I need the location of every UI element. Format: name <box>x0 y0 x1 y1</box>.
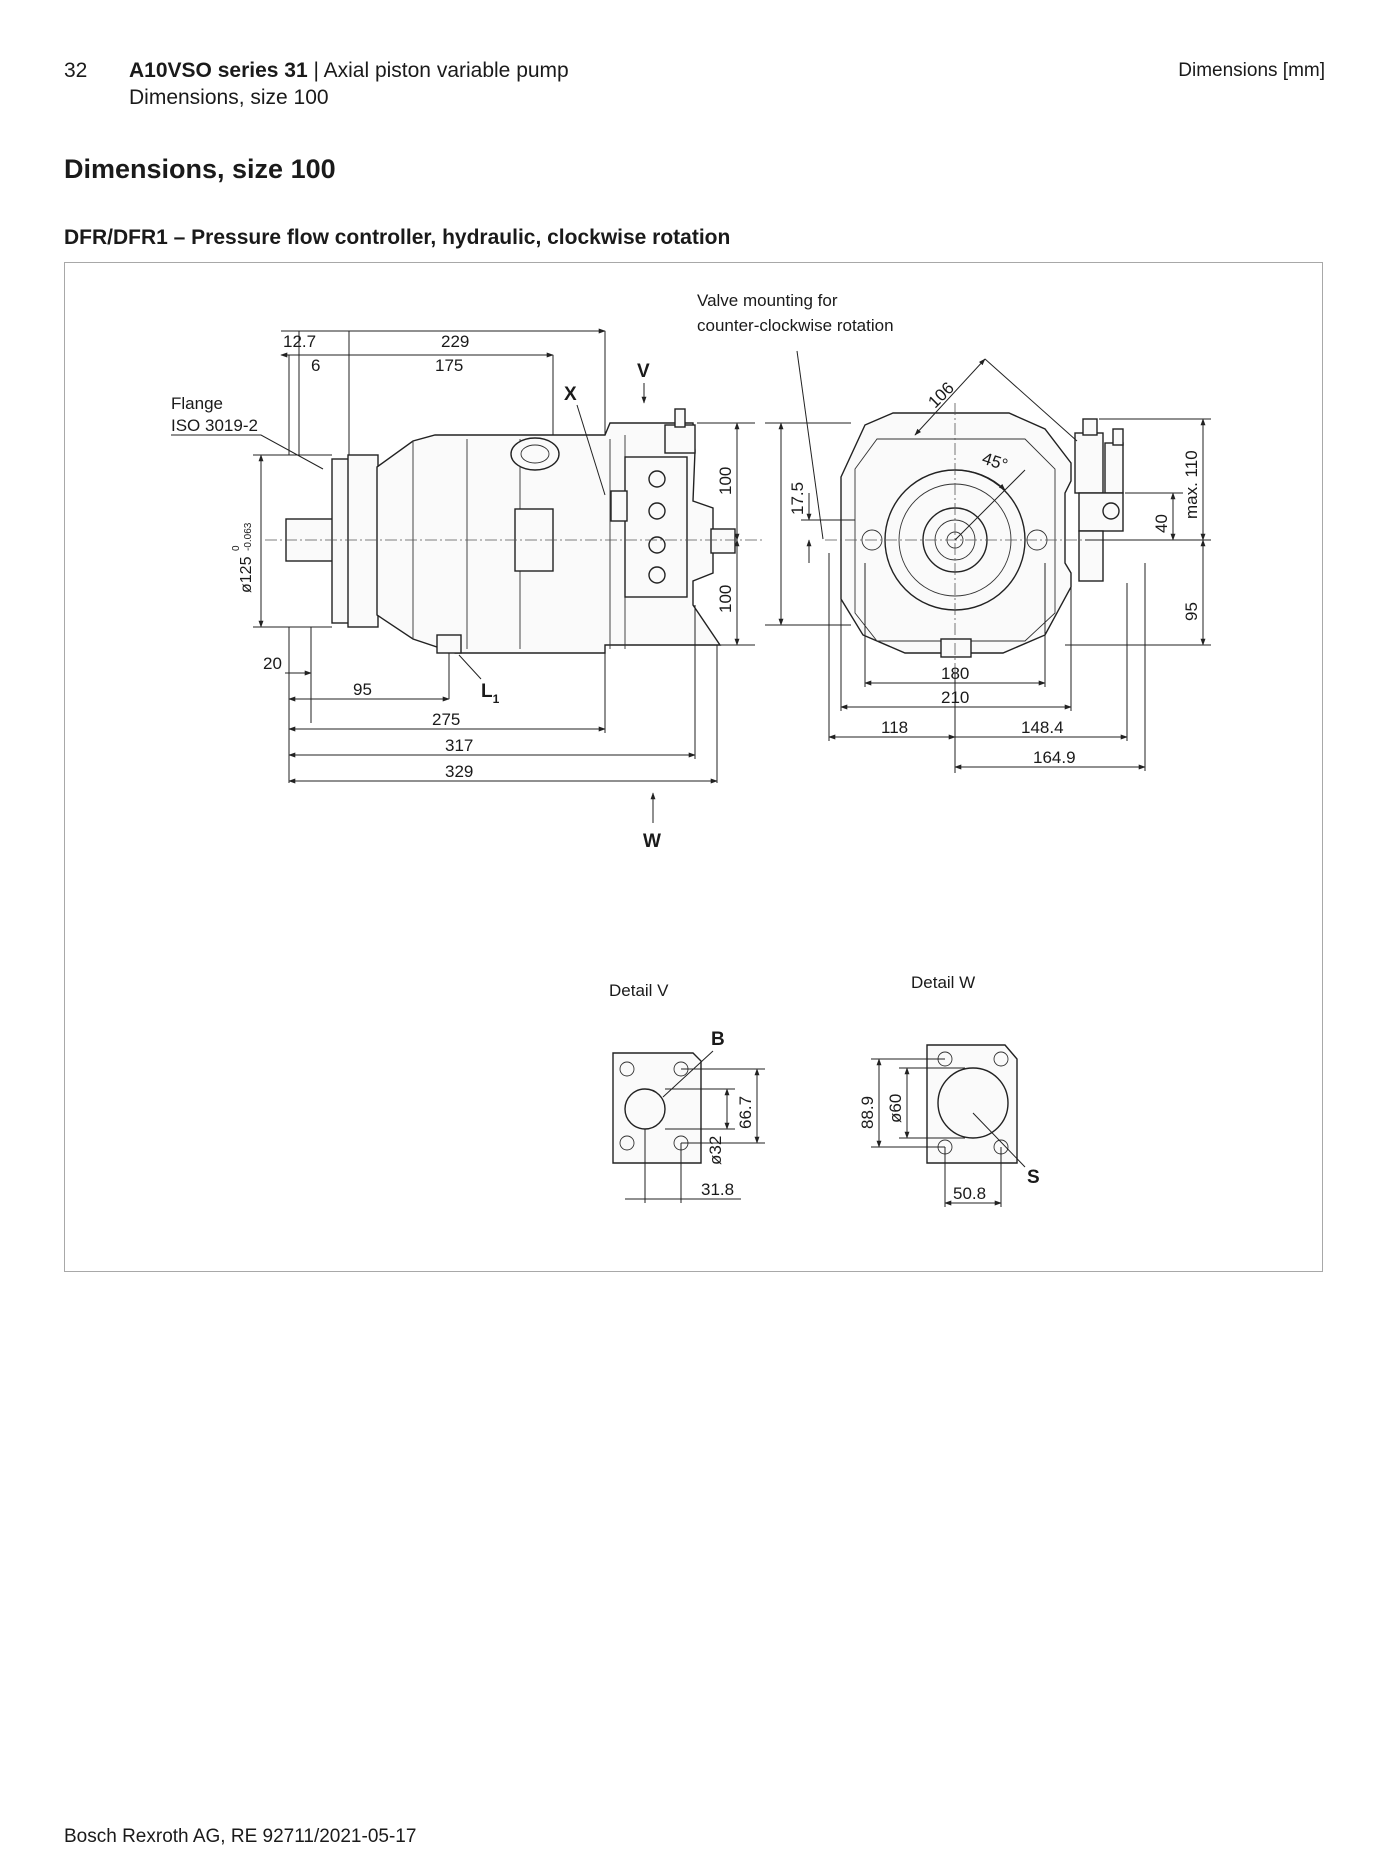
dim-100-upper: 100 <box>716 467 735 495</box>
ext-line <box>984 358 1078 442</box>
product-description: Axial piston variable pump <box>323 59 569 82</box>
dim-12-7: 12.7 <box>283 332 316 351</box>
detail-w-bolt-2 <box>993 1051 1009 1067</box>
valve-plug <box>610 490 628 522</box>
angle-arc-45 <box>954 469 1006 491</box>
dim-317: 317 <box>445 736 473 755</box>
rear-port <box>710 528 736 554</box>
tolerance-upper: 0 <box>231 545 242 551</box>
dim-diameter-125: ø125 <box>238 556 255 593</box>
port-l1-letter: L <box>481 681 493 702</box>
dim-50-8: 50.8 <box>953 1184 986 1203</box>
page-number: 32 <box>64 59 88 82</box>
dimension-drawing-frame: 12.7 229 6 175 Flange ISO 3019-2 X V ø12… <box>64 262 1323 1272</box>
dim-95-front: 95 <box>1182 602 1201 621</box>
dim-275: 275 <box>432 710 460 729</box>
valve-adjuster <box>664 424 696 454</box>
flange-pilot <box>347 454 379 628</box>
dim-40: 40 <box>1152 514 1171 533</box>
port-b-label: B <box>711 1029 725 1050</box>
flange-standard-label: ISO 3019-2 <box>171 416 258 435</box>
page-footer: Bosch Rexroth AG, RE 92711/2021-05-17 <box>64 1826 417 1847</box>
port-l1-subscript: 1 <box>493 692 500 706</box>
port-l1-leader <box>458 654 482 680</box>
detail-v-bolt-1 <box>619 1061 635 1077</box>
front-valve-port <box>1102 502 1120 520</box>
dim-66-7: 66.7 <box>736 1096 755 1129</box>
front-valve-screw <box>1082 418 1098 436</box>
port-b-bore <box>624 1088 666 1130</box>
port-x-label: X <box>564 384 577 405</box>
dim-diameter-60: ø60 <box>886 1094 905 1123</box>
angle-ray-45 <box>954 469 1026 541</box>
flange-label: Flange <box>171 394 223 413</box>
dim-210: 210 <box>941 688 969 707</box>
detail-v-title: Detail V <box>609 981 669 1000</box>
front-housing-inner <box>854 438 1056 642</box>
port-s-label: S <box>1027 1167 1040 1188</box>
dim-17-5: 17.5 <box>788 482 807 515</box>
dim-20: 20 <box>263 654 282 673</box>
header-section-label: Dimensions [mm] <box>1178 60 1325 81</box>
dim-88-9: 88.9 <box>858 1096 877 1129</box>
valve-bolt-4 <box>648 566 666 584</box>
dim-180: 180 <box>941 664 969 683</box>
dim-148-4: 148.4 <box>1021 718 1064 737</box>
front-drain-port <box>940 638 972 658</box>
port-s-bore <box>937 1067 1009 1139</box>
valve-note-leader <box>796 350 824 540</box>
dim-diameter-32: ø32 <box>706 1136 725 1165</box>
valve-screw <box>674 408 686 428</box>
port-x-leader <box>576 404 606 496</box>
port-x-boss <box>510 437 560 471</box>
port-l1-label: L1 <box>481 681 500 706</box>
dim-31-8: 31.8 <box>701 1180 734 1199</box>
dim-118: 118 <box>881 718 908 737</box>
dim-164-9: 164.9 <box>1033 748 1076 767</box>
front-view: Valve mounting for counter-clockwise rot… <box>697 291 1211 773</box>
drain-port-l1 <box>436 634 462 654</box>
side-view: 12.7 229 6 175 Flange ISO 3019-2 X V ø12… <box>171 328 765 852</box>
detail-w: Detail W S 88.9 ø60 50.8 <box>858 973 1040 1207</box>
dim-95: 95 <box>353 680 372 699</box>
valve-note-line2: counter-clockwise rotation <box>697 316 894 335</box>
product-name: A10VSO series 31 <box>129 59 308 82</box>
dim-6: 6 <box>311 356 320 375</box>
title-separator: | <box>307 59 324 82</box>
dim-329: 329 <box>445 762 473 781</box>
figure-title: DFR/DFR1 – Pressure flow controller, hyd… <box>64 226 731 249</box>
tolerance-lower: -0.063 <box>243 522 254 551</box>
valve-note-line1: Valve mounting for <box>697 291 838 310</box>
valve-bolt-3 <box>648 536 666 554</box>
front-valve-screw-2 <box>1112 428 1124 446</box>
section-title: Dimensions, size 100 <box>64 154 336 184</box>
dim-line-106 <box>914 358 986 436</box>
port-s-leader <box>972 1112 1026 1168</box>
front-valve-cap <box>1104 442 1124 494</box>
dim-229: 229 <box>441 332 469 351</box>
dim-max-110: max. 110 <box>1182 450 1201 519</box>
valve-bolt-2 <box>648 502 666 520</box>
detail-v-bolt-3 <box>619 1135 635 1151</box>
front-valve-lower <box>1078 530 1104 582</box>
valve-bolt-1 <box>648 470 666 488</box>
dim-106: 106 <box>924 378 957 411</box>
dim-175: 175 <box>435 356 463 375</box>
document-title: A10VSO series 31 | Axial piston variable… <box>129 58 569 84</box>
front-valve-body <box>1074 432 1104 494</box>
port-w-label: W <box>643 831 661 852</box>
port-v-label: V <box>637 361 650 382</box>
port-x-bore <box>520 444 550 464</box>
detail-v: Detail V B 66.7 ø32 31.8 <box>609 981 765 1203</box>
flange-leader <box>171 434 324 470</box>
detail-w-title: Detail W <box>911 973 975 992</box>
document-subtitle: Dimensions, size 100 <box>129 86 329 109</box>
dim-100-lower: 100 <box>716 585 735 613</box>
dimension-drawing: 12.7 229 6 175 Flange ISO 3019-2 X V ø12… <box>171 291 1211 1207</box>
